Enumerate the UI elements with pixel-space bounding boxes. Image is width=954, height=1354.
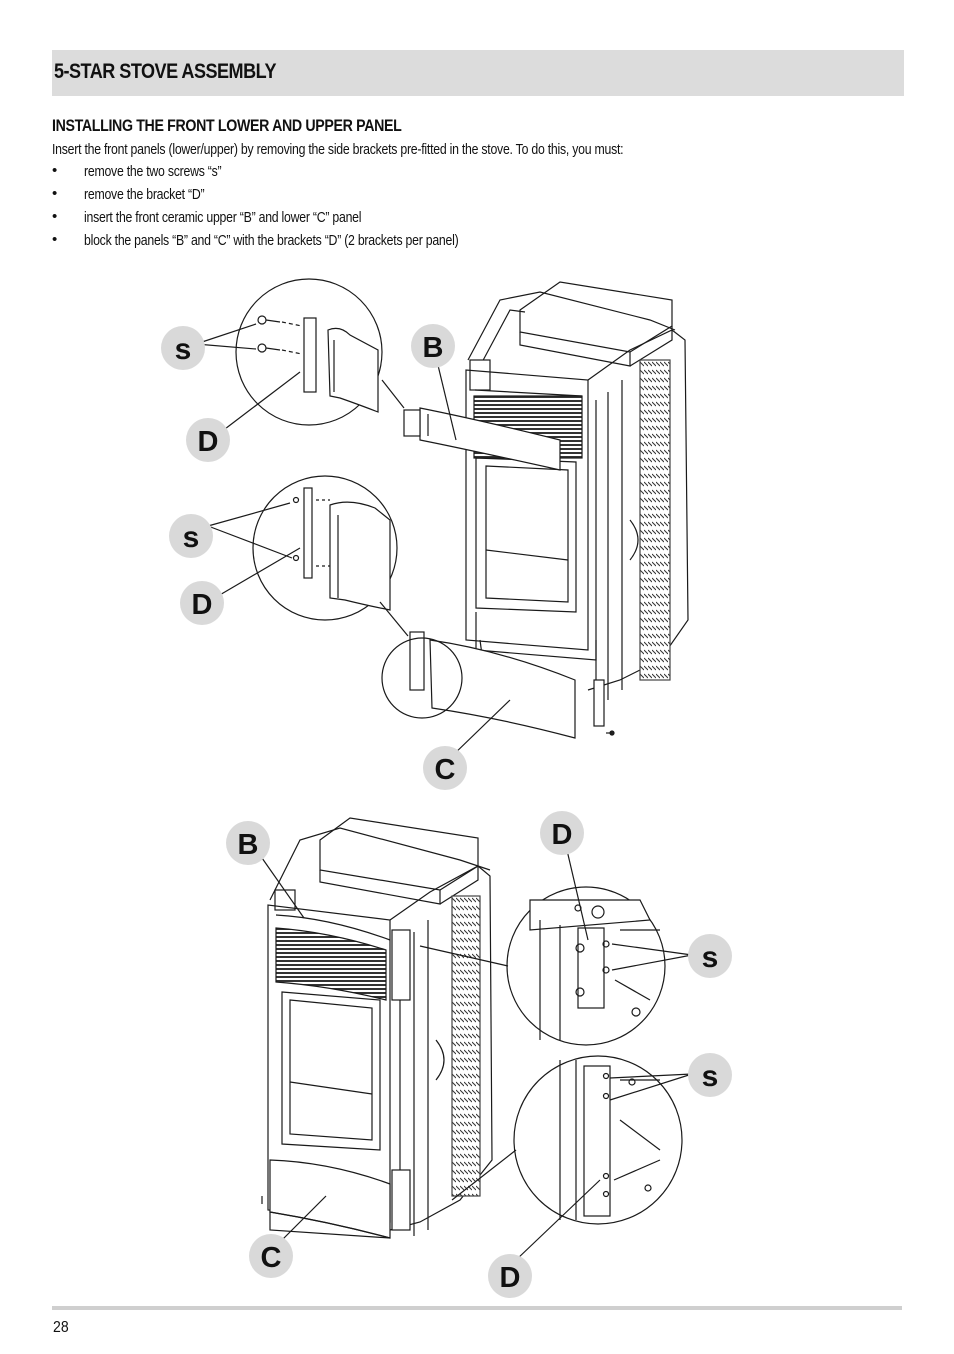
bullet-icon: • — [52, 231, 58, 248]
detail-circle-lower-panel — [381, 637, 463, 719]
callout-badge-screw: s — [169, 514, 213, 558]
bullet-icon: • — [52, 208, 58, 225]
assembled-stove-drawing — [261, 817, 493, 1239]
svg-text:D: D — [552, 819, 573, 851]
callout-badge-bracket: D — [488, 1254, 532, 1298]
callout-badge-screw: s — [688, 934, 732, 978]
svg-text:D: D — [198, 426, 219, 458]
detail-circle-upper-bracket — [235, 278, 405, 426]
svg-text:s: s — [175, 333, 192, 366]
callout-badge-screw: s — [161, 326, 205, 370]
page-number: 28 — [53, 1319, 69, 1336]
svg-text:s: s — [183, 521, 200, 554]
section-title: 5-STAR STOVE ASSEMBLY — [54, 60, 277, 83]
svg-text:C: C — [435, 754, 456, 786]
callout-badge-lower-panel: C — [249, 1234, 293, 1278]
intro-paragraph: Insert the front panels (lower/upper) by… — [52, 141, 624, 158]
svg-text:C: C — [261, 1242, 282, 1274]
exploded-stove-drawing — [403, 281, 689, 739]
svg-text:s: s — [702, 941, 719, 974]
svg-text:D: D — [500, 1262, 521, 1294]
detail-circle-side-bracket — [252, 475, 409, 637]
detail-circle-installed-lower — [451, 1055, 683, 1225]
callout-badge-upper-panel: B — [226, 821, 270, 865]
callout-leaders — [195, 323, 693, 1261]
svg-text:B: B — [423, 332, 444, 364]
callout-badge-bracket: D — [540, 811, 584, 855]
subsection-title: INSTALLING THE FRONT LOWER AND UPPER PAN… — [52, 117, 402, 135]
bullet-icon: • — [52, 162, 58, 179]
bullet-icon: • — [52, 185, 58, 202]
callout-badge-bracket: D — [186, 418, 230, 462]
callout-badge-screw: s — [688, 1053, 732, 1097]
detail-circle-installed-upper — [419, 886, 666, 1046]
section-header-bar — [52, 50, 904, 96]
svg-text:D: D — [192, 589, 213, 621]
footer-divider — [52, 1306, 902, 1310]
svg-text:B: B — [238, 829, 259, 861]
callout-badge-bracket: D — [180, 581, 224, 625]
svg-text:s: s — [702, 1060, 719, 1093]
callout-badge-lower-panel: C — [423, 746, 467, 790]
callout-badge-upper-panel: B — [411, 324, 455, 368]
